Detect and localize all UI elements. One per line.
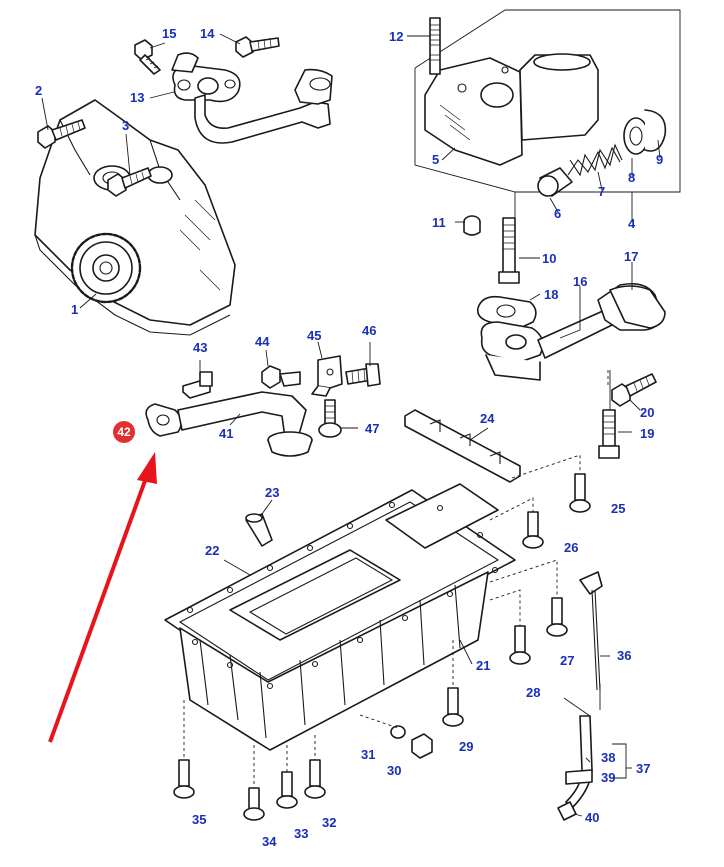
bolt-33 bbox=[276, 771, 298, 809]
label-part-1[interactable]: 1 bbox=[71, 302, 78, 317]
plug-23 bbox=[245, 513, 273, 547]
bolt-43 bbox=[182, 371, 213, 399]
label-part-41[interactable]: 41 bbox=[219, 426, 233, 441]
stud-12 bbox=[429, 17, 441, 75]
nut-44 bbox=[261, 365, 301, 389]
drain-plug-30 bbox=[411, 733, 433, 759]
bolt-28 bbox=[509, 625, 531, 665]
label-part-25[interactable]: 25 bbox=[611, 501, 625, 516]
badge-label-42: 42 bbox=[117, 425, 131, 439]
bracket-45 bbox=[311, 355, 343, 397]
label-part-47[interactable]: 47 bbox=[365, 421, 379, 436]
label-part-34[interactable]: 34 bbox=[262, 834, 277, 849]
label-part-26[interactable]: 26 bbox=[564, 540, 578, 555]
bolt-47 bbox=[318, 399, 342, 438]
label-part-11[interactable]: 11 bbox=[432, 215, 446, 230]
label-part-3[interactable]: 3 bbox=[122, 118, 129, 133]
washer-31 bbox=[390, 725, 406, 739]
label-part-46[interactable]: 46 bbox=[362, 323, 376, 338]
bolt-32 bbox=[304, 759, 326, 799]
label-part-29[interactable]: 29 bbox=[459, 739, 473, 754]
label-part-14[interactable]: 14 bbox=[200, 26, 215, 41]
label-part-15[interactable]: 15 bbox=[162, 26, 176, 41]
label-part-12[interactable]: 12 bbox=[389, 29, 403, 44]
label-part-13[interactable]: 13 bbox=[130, 90, 144, 105]
label-part-33[interactable]: 33 bbox=[294, 826, 308, 841]
bolt-25 bbox=[569, 473, 591, 513]
suction-tube-13 bbox=[171, 52, 333, 144]
label-part-37[interactable]: 37 bbox=[636, 761, 650, 776]
label-part-23[interactable]: 23 bbox=[265, 485, 279, 500]
label-part-18[interactable]: 18 bbox=[544, 287, 558, 302]
bracket-24 bbox=[404, 409, 521, 483]
gasket-18 bbox=[476, 295, 537, 329]
label-part-2[interactable]: 2 bbox=[35, 83, 42, 98]
bolt-14 bbox=[235, 36, 280, 58]
label-part-27[interactable]: 27 bbox=[560, 653, 574, 668]
valve-6 bbox=[537, 167, 573, 197]
label-part-44[interactable]: 44 bbox=[255, 334, 270, 349]
label-part-16[interactable]: 16 bbox=[573, 274, 587, 289]
label-part-28[interactable]: 28 bbox=[526, 685, 540, 700]
bolt-15 bbox=[134, 39, 161, 75]
gasket-17 bbox=[609, 285, 666, 329]
label-part-10[interactable]: 10 bbox=[542, 251, 556, 266]
label-part-20[interactable]: 20 bbox=[640, 405, 654, 420]
label-part-43[interactable]: 43 bbox=[193, 340, 207, 355]
dipstick-36 bbox=[579, 571, 603, 691]
label-part-5[interactable]: 5 bbox=[432, 152, 439, 167]
label-part-36[interactable]: 36 bbox=[617, 648, 631, 663]
pickup-tube-41 bbox=[145, 391, 313, 457]
label-part-7[interactable]: 7 bbox=[598, 184, 605, 199]
guide-tube-40 bbox=[557, 715, 593, 821]
label-part-45[interactable]: 45 bbox=[307, 328, 321, 343]
label-part-21[interactable]: 21 bbox=[476, 658, 490, 673]
part-labels: 1 2 3 4 5 6 7 8 9 10 11 12 13 14 15 16 1… bbox=[35, 26, 663, 849]
label-part-8[interactable]: 8 bbox=[628, 170, 635, 185]
bolt-2 bbox=[37, 119, 86, 149]
label-part-35[interactable]: 35 bbox=[192, 812, 206, 827]
label-part-4[interactable]: 4 bbox=[628, 216, 636, 231]
label-part-31[interactable]: 31 bbox=[361, 747, 375, 762]
spring-7 bbox=[567, 143, 623, 177]
label-part-9[interactable]: 9 bbox=[656, 152, 663, 167]
highlighted-part-42-badge[interactable]: 42 bbox=[113, 421, 135, 443]
bolt-26 bbox=[522, 511, 544, 549]
sump-pan bbox=[164, 483, 516, 751]
label-part-19[interactable]: 19 bbox=[640, 426, 654, 441]
label-part-6[interactable]: 6 bbox=[554, 206, 561, 221]
relief-valve-group bbox=[414, 9, 681, 255]
leader-lines bbox=[41, 33, 661, 817]
label-part-32[interactable]: 32 bbox=[322, 815, 336, 830]
label-part-24[interactable]: 24 bbox=[480, 411, 495, 426]
label-part-17[interactable]: 17 bbox=[624, 249, 638, 264]
washer-11 bbox=[463, 215, 481, 236]
bolt-3 bbox=[107, 167, 152, 197]
label-part-39[interactable]: 39 bbox=[601, 770, 615, 785]
bolt-35 bbox=[173, 759, 195, 799]
pointer-arrow bbox=[48, 452, 157, 743]
bolt-29 bbox=[442, 687, 464, 727]
bolt-46 bbox=[345, 363, 381, 387]
label-part-30[interactable]: 30 bbox=[387, 763, 401, 778]
bolt-19 bbox=[598, 409, 620, 459]
bolt-20 bbox=[611, 373, 657, 407]
washer-8 bbox=[623, 117, 649, 155]
gasket-holes bbox=[186, 501, 499, 690]
label-part-40[interactable]: 40 bbox=[585, 810, 599, 825]
oil-pump-assembly bbox=[34, 99, 236, 336]
label-part-38[interactable]: 38 bbox=[601, 750, 615, 765]
circlip-9 bbox=[644, 109, 667, 152]
label-part-22[interactable]: 22 bbox=[205, 543, 219, 558]
bolt-34 bbox=[243, 787, 265, 821]
bolt-27 bbox=[546, 597, 568, 637]
bolt-10 bbox=[498, 217, 520, 284]
